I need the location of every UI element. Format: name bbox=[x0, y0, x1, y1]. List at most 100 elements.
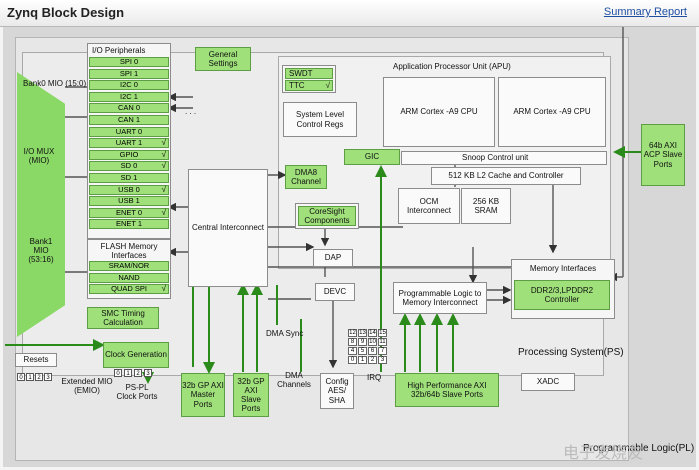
io-item-uart0[interactable]: UART 0 bbox=[89, 126, 169, 137]
reset-port-number: 2 bbox=[35, 373, 43, 381]
io-item-label: SPI 1 bbox=[119, 68, 139, 78]
summary-report-link[interactable]: Summary Report bbox=[603, 6, 687, 18]
sram-block[interactable]: 256 KB SRAM bbox=[461, 188, 511, 224]
clock-port-number: 1 bbox=[124, 369, 132, 377]
io-item-label: USB 0 bbox=[118, 184, 140, 194]
ps-label: Processing System(PS) bbox=[518, 347, 624, 358]
flash-item-label: NAND bbox=[118, 272, 140, 282]
system-level-control-block[interactable]: System Level Control Regs bbox=[283, 102, 357, 137]
bank0-label: Bank0 MIO (15:0) bbox=[23, 79, 87, 88]
io-item-enet1[interactable]: ENET 1 bbox=[89, 219, 169, 230]
memory-interfaces-title: Memory Interfaces bbox=[529, 264, 597, 273]
check-icon: √ bbox=[161, 138, 166, 148]
ellipsis-label: . . . bbox=[185, 107, 197, 116]
io-item-label: SD 0 bbox=[120, 161, 138, 171]
irq-cell: 10 bbox=[368, 338, 377, 346]
pl-to-memory-interconnect-block[interactable]: Programmable Logic to Memory Interconnec… bbox=[393, 282, 487, 314]
ddr-controller-block[interactable]: DDR2/3,LPDDR2 Controller bbox=[514, 280, 610, 310]
flash-item-quad-spi[interactable]: QUAD SPI√ bbox=[89, 284, 169, 295]
flash-title: FLASH Memory Interfaces bbox=[100, 242, 158, 261]
irq-cell: 6 bbox=[368, 347, 377, 355]
irq-cell: 15 bbox=[378, 329, 387, 337]
io-item-sd1[interactable]: SD 1 bbox=[89, 173, 169, 183]
ocm-interconnect-block[interactable]: OCM Interconnect bbox=[398, 188, 460, 224]
emio-label: Extended MIO (EMIO) bbox=[61, 377, 113, 396]
check-icon: √ bbox=[161, 207, 166, 217]
xadc-block[interactable]: XADC bbox=[521, 373, 575, 391]
io-item-spi1[interactable]: SPI 1 bbox=[89, 68, 169, 79]
irq-cell: 7 bbox=[378, 347, 387, 355]
l2-cache-block[interactable]: 512 KB L2 Cache and Controller bbox=[431, 167, 581, 185]
ttc-block[interactable]: TTC√ bbox=[285, 80, 333, 91]
ttc-label: TTC bbox=[289, 80, 305, 90]
io-item-gpio[interactable]: GPIO√ bbox=[89, 149, 169, 160]
title-bar: Zynq Block Design Summary Report bbox=[0, 0, 699, 27]
central-interconnect-block[interactable]: Central Interconnect bbox=[188, 169, 268, 287]
io-item-usb0[interactable]: USB 0 √ bbox=[89, 184, 169, 195]
io-item-uart1[interactable]: UART 1√ bbox=[89, 138, 169, 149]
cpu0-block[interactable]: ARM Cortex -A9 CPU bbox=[383, 77, 495, 147]
reset-port-number: 3 bbox=[44, 373, 52, 381]
io-item-spi0[interactable]: SPI 0 bbox=[89, 57, 169, 67]
io-item-sd0[interactable]: SD 0 √ bbox=[89, 161, 169, 172]
flash-item-nand[interactable]: NAND bbox=[89, 272, 169, 283]
clock-generation-block[interactable]: Clock Generation bbox=[103, 342, 169, 368]
snoop-control-block[interactable]: Snoop Control unit bbox=[401, 151, 607, 165]
watermark: 电子发烧友 bbox=[563, 443, 644, 462]
coresight-block[interactable]: CoreSight Components bbox=[298, 206, 356, 226]
io-item-i2c0[interactable]: I2C 0 bbox=[89, 80, 169, 91]
irq-cell: 13 bbox=[358, 329, 367, 337]
io-item-label: ENET 0 bbox=[115, 207, 143, 217]
clock-port-number: 3 bbox=[144, 369, 152, 377]
check-icon: √ bbox=[161, 161, 166, 171]
config-aes-sha-block[interactable]: Config AES/ SHA bbox=[320, 373, 354, 409]
dma8-block[interactable]: DMA8 Channel bbox=[285, 165, 327, 189]
devc-block[interactable]: DEVC bbox=[315, 283, 355, 301]
acp-slave-ports-block[interactable]: 64b AXI ACP Slave Ports bbox=[641, 124, 685, 186]
dap-block[interactable]: DAP bbox=[313, 249, 353, 267]
flash-item-sram-nor[interactable]: SRAM/NOR bbox=[89, 261, 169, 271]
bank1-label: Bank1 MIO (53:16) bbox=[28, 237, 54, 265]
irq-cell: 5 bbox=[358, 347, 367, 355]
mio-mux-block bbox=[17, 72, 65, 337]
gp-slave-ports-block[interactable]: 32b GP AXI Slave Ports bbox=[233, 373, 269, 417]
pspl-clock-label: PS-PL Clock Ports bbox=[116, 383, 158, 402]
io-item-label: CAN 1 bbox=[117, 115, 141, 124]
io-item-label: I2C 1 bbox=[120, 91, 138, 101]
clock-port-number: 2 bbox=[134, 369, 142, 377]
io-item-i2c1[interactable]: I2C 1 bbox=[89, 91, 169, 102]
swdt-label: SWDT bbox=[289, 68, 313, 78]
smc-timing-block[interactable]: SMC Timing Calculation bbox=[87, 307, 159, 329]
clock-port-number: 0 bbox=[114, 369, 122, 377]
irq-cell: 0 bbox=[348, 356, 357, 364]
page-title: Zynq Block Design bbox=[7, 5, 125, 20]
io-item-usb1[interactable]: USB 1 bbox=[89, 196, 169, 207]
gp-master-ports-block[interactable]: 32b GP AXI Master Ports bbox=[181, 373, 225, 417]
cpu1-block[interactable]: ARM Cortex -A9 CPU bbox=[498, 77, 606, 147]
reset-port-number: 1 bbox=[26, 373, 34, 381]
irq-cell: 14 bbox=[368, 329, 377, 337]
reset-port-number: 0 bbox=[17, 373, 25, 381]
io-item-can1[interactable]: CAN 1 bbox=[89, 115, 169, 125]
dma-sync-label: DMA Sync bbox=[266, 329, 304, 338]
gic-block[interactable]: GIC bbox=[344, 149, 400, 165]
flash-item-label: SRAM/NOR bbox=[108, 261, 150, 270]
io-item-can0[interactable]: CAN 0 bbox=[89, 103, 169, 114]
check-icon: √ bbox=[161, 149, 166, 159]
io-item-label: I2C 0 bbox=[120, 80, 138, 90]
irq-cell: 8 bbox=[348, 338, 357, 346]
io-item-enet0[interactable]: ENET 0 √ bbox=[89, 207, 169, 218]
dma-channels-label: DMA Channels bbox=[277, 371, 311, 390]
io-item-label: SPI 0 bbox=[119, 57, 139, 66]
irq-cell: 2 bbox=[368, 356, 377, 364]
flash-item-label: QUAD SPI bbox=[111, 284, 147, 294]
irq-cell: 1 bbox=[358, 356, 367, 364]
resets-block[interactable]: Resets bbox=[15, 353, 57, 367]
general-settings-block[interactable]: General Settings bbox=[195, 47, 251, 71]
swdt-block[interactable]: SWDT bbox=[285, 68, 333, 79]
hp-slave-ports-block[interactable]: High Performance AXI 32b/64b Slave Ports bbox=[395, 373, 499, 407]
io-item-label: SD 1 bbox=[120, 173, 138, 182]
check-icon: √ bbox=[161, 184, 166, 194]
apu-title: Application Processor Unit (APU) bbox=[393, 62, 511, 71]
io-item-label: ENET 1 bbox=[115, 219, 143, 229]
